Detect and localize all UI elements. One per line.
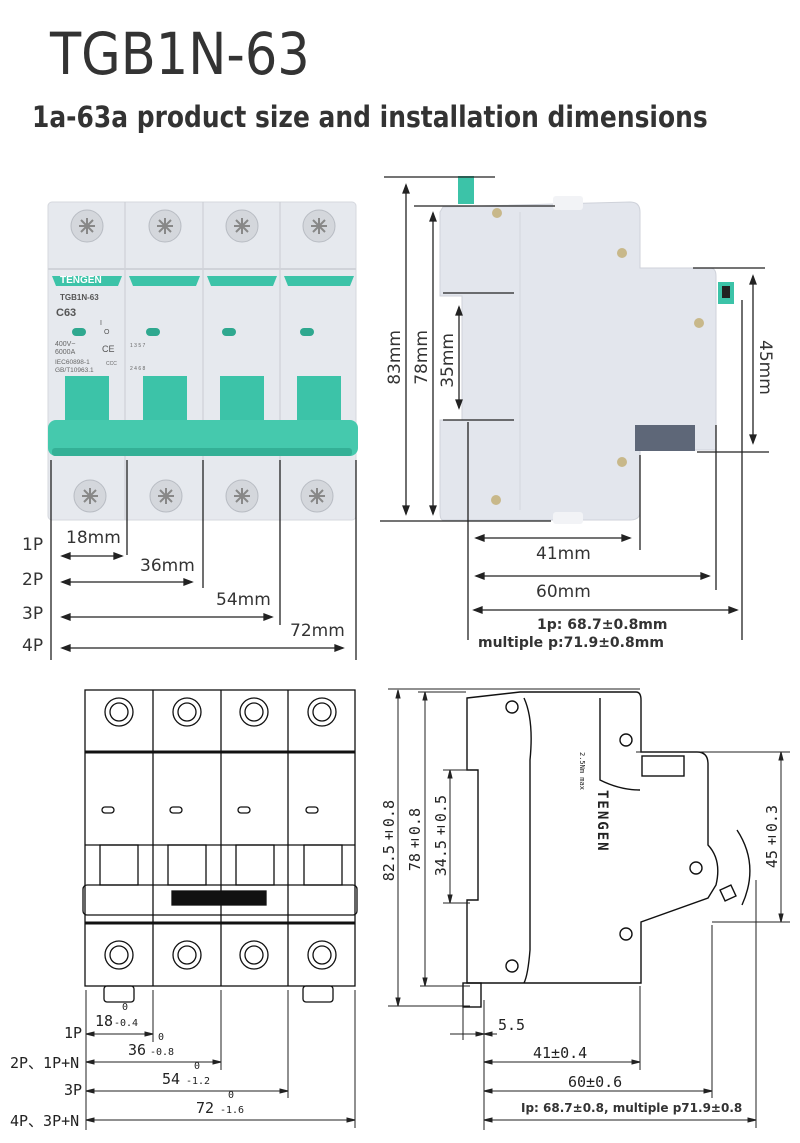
page-title: TGB1N-63	[50, 20, 310, 88]
cad-torque-note: 2.5Nm max	[578, 752, 586, 790]
cad-pole-3p: 3P	[64, 1081, 83, 1099]
width-2p-value: 36mm	[140, 556, 195, 576]
terminal-screws-bottom	[73, 479, 334, 513]
ce-mark: CE	[102, 344, 115, 354]
terminal-numbers-bottom: 2 4 6 8	[130, 366, 146, 372]
cad-front-drawing	[82, 689, 358, 1003]
cad-width-3p-upper: 0	[194, 1061, 201, 1072]
cad-side-dimension-lines	[388, 688, 790, 1130]
cad-width-3p-lower: -1.2	[186, 1076, 211, 1087]
terminal-screws-top	[70, 209, 336, 243]
cad-width-dimension-lines	[85, 990, 356, 1130]
ccc-mark: CCC	[106, 361, 117, 367]
photo-front-breaker	[47, 201, 358, 521]
depth-41-value: 41mm	[536, 544, 591, 564]
model-label: TGB1N-63	[60, 293, 99, 302]
total-depth-1p: 1p: 68.7±0.8mm	[537, 617, 668, 633]
cad-width-3p-nominal: 54	[162, 1070, 181, 1088]
cad-brand-mark: TENGEN	[594, 790, 610, 853]
page-subtitle: 1a-63a product size and installation dim…	[32, 100, 708, 134]
cad-width-4p-upper: 0	[228, 1090, 235, 1101]
front-height-value: 45mm	[755, 340, 775, 395]
photo-side-dimension-lines	[380, 176, 769, 640]
cad-width-1p-nominal: 18	[95, 1012, 114, 1030]
total-depth-multi: multiple p:71.9±0.8mm	[478, 635, 664, 651]
cad-rail-offset: 5.5	[498, 1016, 526, 1034]
cad-width-4p-nominal: 72	[196, 1099, 215, 1117]
cad-width-2p-upper: 0	[158, 1032, 165, 1043]
switch-on-symbol: I	[100, 320, 102, 327]
standard-label-2: GB/T10963.1	[55, 367, 94, 374]
cad-overall-height: 82.5±0.8	[380, 800, 398, 882]
pole-label-2p: 2P	[22, 570, 44, 590]
cad-width-1p-upper: 0	[122, 1002, 129, 1013]
overall-height-value: 83mm	[385, 330, 405, 385]
switch-off-symbol: O	[104, 329, 110, 336]
cad-width-4p-lower: -1.6	[220, 1105, 245, 1116]
cad-width-1p-lower: -0.4	[114, 1018, 139, 1029]
width-1p-value: 18mm	[66, 528, 121, 548]
cad-front-height: 45±0.3	[763, 805, 781, 869]
cad-pole-4p: 4P、3P+N	[10, 1112, 80, 1130]
cad-width-2p-nominal: 36	[128, 1041, 147, 1059]
voltage-label: 400V~	[55, 341, 76, 348]
cad-body-height: 78±0.8	[406, 808, 424, 872]
width-4p-value: 72mm	[290, 621, 345, 641]
cad-pole-1p: 1P	[64, 1024, 83, 1042]
brand-label: TENGEN	[60, 275, 102, 286]
cad-pole-2p: 2P、1P+N	[10, 1054, 80, 1072]
photo-width-dimension-lines	[50, 460, 357, 660]
breaking-capacity-label: 6000A	[55, 349, 76, 356]
body-height-value: 78mm	[412, 330, 432, 385]
depth-60-value: 60mm	[536, 582, 591, 602]
cad-total-depth: Ip: 68.7±0.8, multiple p71.9±0.8	[521, 1101, 743, 1115]
pole-label-1p: 1P	[22, 535, 44, 555]
cad-din-rail: 34.5±0.5	[432, 795, 450, 877]
cad-width-2p-lower: -0.8	[150, 1047, 175, 1058]
pole-label-4p: 4P	[22, 636, 44, 656]
rating-label: C63	[56, 307, 77, 319]
cad-depth-60: 60±0.6	[568, 1073, 623, 1091]
din-rail-value: 35mm	[438, 333, 458, 388]
photo-side-breaker	[439, 176, 734, 524]
standard-label-1: IEC60898-1	[55, 359, 90, 366]
cad-side-drawing	[462, 691, 751, 1008]
terminal-numbers-top: 1 3 5 7	[130, 343, 146, 349]
width-3p-value: 54mm	[216, 590, 271, 610]
pole-label-3p: 3P	[22, 604, 44, 624]
cad-depth-41: 41±0.4	[533, 1044, 588, 1062]
